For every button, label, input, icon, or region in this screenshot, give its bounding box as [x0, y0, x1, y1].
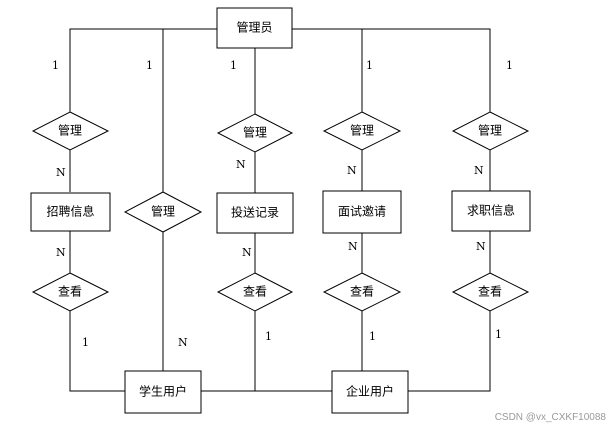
- entity-admin: 管理员: [216, 7, 293, 49]
- relationship-view-interview-label: 查看: [350, 285, 374, 299]
- cardinality-many: N: [242, 246, 252, 259]
- cardinality-one: 1: [230, 59, 237, 72]
- cardinality-many: N: [56, 246, 66, 259]
- watermark-text: CSDN @vx_CXKF10088: [494, 412, 606, 423]
- line-admin-right: [292, 28, 491, 120]
- line-view-company-jobseeking: [408, 311, 491, 392]
- relationship-manage-student: 管理: [123, 191, 203, 233]
- entity-delivery: 投送记录: [216, 192, 294, 234]
- cardinality-one: 1: [495, 328, 502, 341]
- cardinality-one: 1: [265, 330, 272, 343]
- relationship-manage-job-seeking: 管理: [451, 111, 530, 151]
- cardinality-one: 1: [506, 59, 513, 72]
- entity-company: 企业用户: [331, 370, 409, 414]
- relationship-view-delivery: 查看: [216, 272, 294, 312]
- entity-student: 学生用户: [124, 370, 202, 414]
- relationship-view-job-seeking-label: 查看: [478, 285, 502, 299]
- cardinality-many: N: [178, 336, 188, 349]
- relationship-view-recruitment-label: 查看: [58, 285, 82, 299]
- entity-interview: 面试邀请: [322, 190, 402, 234]
- cardinality-one: 1: [146, 59, 153, 72]
- entity-job-seeking-label: 求职信息: [467, 203, 515, 218]
- relationship-manage-delivery-label: 管理: [243, 125, 267, 140]
- relationship-manage-job-seeking-label: 管理: [478, 123, 502, 138]
- entity-company-label: 企业用户: [346, 384, 394, 399]
- relationship-view-job-seeking: 查看: [451, 272, 530, 312]
- cardinality-many: N: [348, 240, 358, 253]
- cardinality-many: N: [474, 164, 484, 177]
- entity-interview-label: 面试邀请: [338, 204, 386, 219]
- entity-admin-label: 管理员: [236, 20, 272, 35]
- cardinality-many: N: [347, 164, 357, 177]
- relationship-view-recruitment: 查看: [31, 272, 110, 312]
- entity-recruitment: 招聘信息: [30, 192, 111, 232]
- relationship-manage-delivery: 管理: [216, 113, 294, 153]
- cardinality-many: N: [236, 158, 246, 171]
- line-admin-left: [69, 28, 217, 120]
- relationship-manage-recruitment: 管理: [31, 111, 110, 151]
- relationship-view-delivery-label: 查看: [243, 285, 267, 299]
- cardinality-many: N: [56, 166, 66, 179]
- cardinality-one: 1: [82, 336, 89, 349]
- cardinality-one: 1: [369, 330, 376, 343]
- cardinality-labels: 1 1 1 1 1 N N N N N N N N 1 N 1 1 1: [52, 59, 513, 349]
- connector-lines: [69, 28, 491, 392]
- line-view-student: [69, 311, 125, 392]
- cardinality-one: 1: [366, 59, 373, 72]
- relationship-manage-recruitment-label: 管理: [58, 123, 82, 138]
- relationship-manage-student-label: 管理: [151, 204, 175, 219]
- entity-delivery-label: 投送记录: [231, 205, 279, 220]
- cardinality-one: 1: [52, 59, 59, 72]
- relationship-view-interview: 查看: [322, 272, 402, 312]
- cardinality-many: N: [476, 240, 486, 253]
- relationship-manage-interview: 管理: [322, 111, 402, 151]
- relationship-manage-interview-label: 管理: [350, 123, 374, 138]
- entity-recruitment-label: 招聘信息: [46, 204, 94, 219]
- entity-job-seeking: 求职信息: [451, 190, 531, 232]
- entity-student-label: 学生用户: [139, 384, 187, 399]
